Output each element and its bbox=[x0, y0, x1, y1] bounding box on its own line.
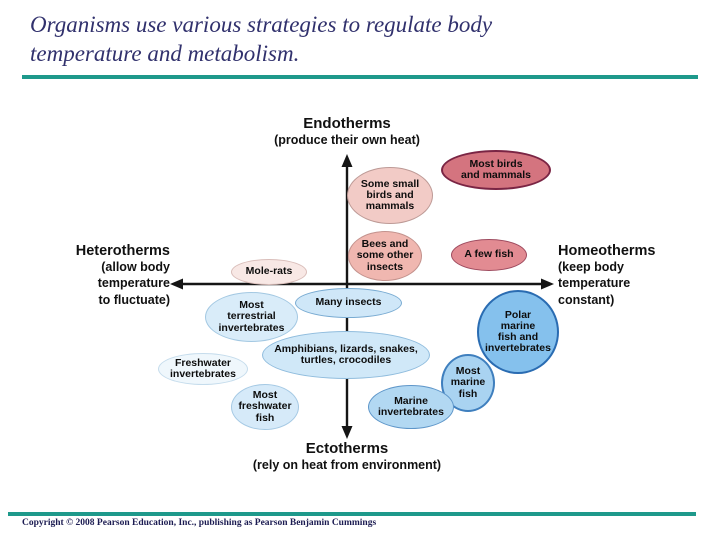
group-ellipse-many-insects: Many insects bbox=[295, 288, 402, 318]
axis-subtitle: (allow body temperature to fluctuate) bbox=[97, 260, 170, 307]
slide-title: Organisms use various strategies to regu… bbox=[30, 12, 493, 67]
group-ellipse-bees-other-insects: Bees and some other insects bbox=[348, 231, 422, 281]
axis-subtitle: (keep body temperature constant) bbox=[558, 260, 631, 307]
group-ellipse-most-freshwater-fish: Most freshwater fish bbox=[231, 384, 299, 430]
copyright-text: Copyright © 2008 Pearson Education, Inc.… bbox=[22, 518, 377, 528]
group-ellipse-amphibians-reptiles: Amphibians, lizards, snakes, turtles, cr… bbox=[262, 331, 430, 379]
group-ellipse-a-few-fish: A few fish bbox=[451, 239, 527, 271]
axis-subtitle: (rely on heat from environment) bbox=[252, 458, 442, 472]
group-ellipse-freshwater-invertebrates: Freshwater invertebrates bbox=[158, 353, 248, 385]
group-ellipse-mole-rats: Mole-rats bbox=[231, 259, 307, 285]
axis-label-homeotherms: Homeotherms (keep body temperature const… bbox=[558, 243, 708, 308]
axis-name: Ectotherms bbox=[305, 440, 389, 457]
group-ellipse-marine-invertebrates: Marine invertebrates bbox=[368, 385, 454, 429]
axis-name: Homeotherms bbox=[558, 243, 656, 259]
group-ellipse-some-small-birds-mammals: Some small birds and mammals bbox=[347, 167, 433, 224]
title-underline-rule bbox=[22, 75, 698, 79]
axis-name: Heterotherms bbox=[75, 243, 170, 259]
group-ellipse-polar-marine: Polar marine fish and invertebrates bbox=[477, 290, 559, 374]
axis-subtitle: (produce their own heat) bbox=[274, 133, 420, 147]
group-ellipse-most-birds-mammals: Most birds and mammals bbox=[441, 150, 551, 190]
axis-name: Endotherms bbox=[303, 115, 391, 132]
footer-rule bbox=[8, 512, 696, 516]
axis-label-heterotherms: Heterotherms (allow body temperature to … bbox=[30, 243, 170, 308]
axis-label-endotherms: Endotherms (produce their own heat) bbox=[237, 115, 457, 148]
group-ellipse-terrestrial-invertebrates: Most terrestrial invertebrates bbox=[205, 292, 298, 342]
axis-label-ectotherms: Ectotherms (rely on heat from environmen… bbox=[222, 440, 472, 473]
